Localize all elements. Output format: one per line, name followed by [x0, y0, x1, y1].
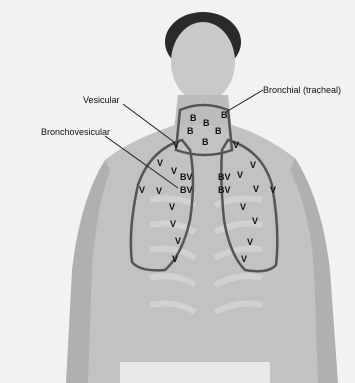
vesicular-mark: V — [173, 141, 179, 150]
bronchial-mark: B — [203, 119, 210, 128]
bronchial-label: Bronchial (tracheal) — [263, 86, 341, 95]
vesicular-mark: V — [169, 203, 175, 212]
vesicular-mark: V — [253, 185, 259, 194]
bronchial-mark: B — [221, 111, 228, 120]
bronchial-mark: B — [215, 127, 222, 136]
vesicular-mark: V — [241, 255, 247, 264]
vesicular-mark: V — [270, 186, 276, 195]
bronchial-mark: B — [187, 127, 194, 136]
torso — [78, 125, 330, 383]
vesicular-mark: V — [171, 167, 177, 176]
bronchovesicular-mark: BV — [180, 173, 193, 182]
vesicular-label: Vesicular — [83, 96, 120, 105]
vesicular-mark: V — [175, 237, 181, 246]
bronchovesicular-mark: BV — [218, 186, 231, 195]
vesicular-mark: V — [237, 171, 243, 180]
vesicular-mark: V — [156, 187, 162, 196]
vesicular-mark: V — [157, 159, 163, 168]
vesicular-mark: V — [247, 238, 253, 247]
bronchovesicular-label: Bronchovesicular — [41, 128, 110, 137]
bronchial-mark: B — [190, 114, 197, 123]
bronchial-leader — [226, 90, 263, 112]
vesicular-mark: V — [250, 161, 256, 170]
bronchial-mark: B — [202, 138, 209, 147]
vesicular-mark: V — [139, 186, 145, 195]
vesicular-mark: V — [172, 255, 178, 264]
waistband — [120, 362, 270, 383]
vesicular-mark: V — [170, 220, 176, 229]
bronchovesicular-mark: BV — [218, 173, 231, 182]
vesicular-mark: V — [233, 141, 239, 150]
face — [171, 22, 235, 102]
vesicular-mark: V — [240, 203, 246, 212]
bronchovesicular-mark: BV — [180, 186, 193, 195]
vesicular-mark: V — [252, 217, 258, 226]
